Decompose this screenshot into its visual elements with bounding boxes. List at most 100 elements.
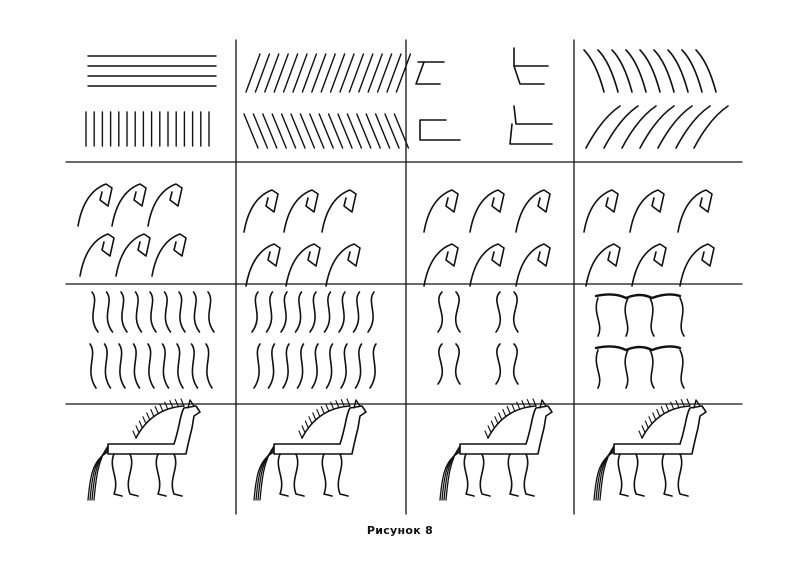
stroke-mark	[393, 113, 410, 149]
hook-mark	[325, 243, 361, 287]
stroke-mark	[311, 53, 327, 93]
hook-mark	[469, 243, 505, 287]
leg-curve	[437, 291, 444, 333]
mane-tick	[340, 399, 345, 408]
curve-mark	[693, 105, 729, 149]
mane-tick	[298, 430, 303, 439]
s-wave-mark	[190, 343, 199, 389]
curve-mark	[653, 49, 675, 93]
curve-mark	[675, 105, 711, 149]
hook-mark	[631, 243, 667, 287]
stroke-mark	[252, 113, 269, 149]
stroke-mark	[329, 53, 346, 93]
s-wave-mark	[149, 291, 157, 333]
horse-neck	[525, 405, 553, 455]
cell-s-waves-1	[89, 291, 215, 389]
hook-mark	[115, 233, 151, 277]
mane-tick	[644, 420, 649, 429]
stroke-mark	[282, 53, 299, 93]
cell-mane-hooks-2	[243, 189, 361, 287]
hook-mark	[585, 243, 621, 287]
mane-tick	[670, 401, 675, 410]
stroke-mark	[271, 113, 287, 149]
stroke-mark	[243, 113, 259, 149]
stroke-mark	[327, 113, 344, 149]
curve-mark	[621, 105, 657, 149]
stroke-mark	[356, 113, 372, 149]
curve-mark	[639, 49, 661, 93]
s-wave-mark	[103, 343, 112, 389]
mane-tick	[330, 401, 335, 410]
hook-mark	[283, 189, 319, 233]
cell-slanted-strokes	[243, 53, 412, 149]
mane-tick	[312, 412, 317, 421]
horse-leg	[171, 453, 183, 497]
stroke-mark	[292, 53, 308, 93]
s-wave-mark	[120, 291, 128, 333]
grid-lines	[65, 39, 743, 515]
horse-tail	[253, 451, 275, 501]
hook-mark	[147, 183, 183, 227]
horse-neck	[173, 405, 201, 455]
curve-mark	[695, 49, 717, 93]
hook-mark	[469, 189, 505, 233]
s-wave-mark	[309, 291, 317, 333]
mane-tick	[335, 400, 340, 409]
cell-bracket-shapes	[415, 47, 553, 145]
horse-tail	[257, 447, 275, 501]
hook-mark	[151, 233, 187, 277]
mane-tick	[301, 425, 306, 434]
mane-tick	[135, 425, 140, 434]
leg-curve	[512, 343, 519, 385]
horse-leg	[661, 453, 673, 497]
s-wave-mark	[253, 343, 261, 389]
mane-tick	[164, 401, 169, 410]
cell-parallel-strokes	[85, 55, 217, 147]
mane-tick	[308, 416, 313, 425]
leg-curve	[495, 343, 502, 385]
mane-tick	[506, 406, 511, 415]
mane-tick	[487, 425, 492, 434]
hook-mark	[243, 189, 279, 233]
stroke-mark	[376, 53, 393, 93]
horse-ear	[187, 399, 195, 409]
stroke-mark	[290, 113, 306, 149]
hook-mark	[111, 183, 147, 227]
horse-tail	[255, 449, 275, 501]
curve-mark	[603, 105, 639, 149]
s-wave-mark	[282, 343, 290, 389]
mane-tick	[146, 412, 151, 421]
curve-mark	[597, 49, 619, 93]
mane-tick	[325, 403, 330, 412]
mane-tick	[502, 408, 507, 418]
stroke-mark	[262, 113, 278, 149]
horse-body	[459, 443, 529, 455]
mane-tick	[648, 416, 653, 425]
s-wave-mark	[118, 343, 126, 389]
curve-mark	[583, 49, 605, 93]
s-wave-mark	[207, 291, 215, 333]
mane-tick	[346, 398, 351, 407]
bracket-mark	[415, 61, 445, 85]
horse-leg	[633, 453, 645, 497]
s-wave-mark	[105, 291, 114, 333]
horse-leg	[277, 453, 289, 497]
horse-leg	[155, 453, 167, 497]
mane-tick	[159, 403, 164, 412]
mane-tick	[526, 399, 531, 408]
s-wave-mark	[296, 343, 305, 389]
figure-caption: Рисунок 8	[366, 524, 434, 537]
stroke-mark	[301, 53, 318, 93]
stroke-mark	[280, 113, 297, 149]
bracket-mark	[513, 47, 549, 85]
stroke-mark	[367, 53, 383, 93]
mane-tick	[665, 403, 670, 412]
horse-leg	[677, 453, 689, 497]
horse-figure-3	[439, 398, 553, 501]
horse-tail	[91, 447, 109, 501]
horse-ear	[353, 399, 361, 409]
arch-mark	[594, 345, 682, 352]
mane-tick	[142, 416, 147, 425]
hook-mark	[515, 189, 551, 233]
